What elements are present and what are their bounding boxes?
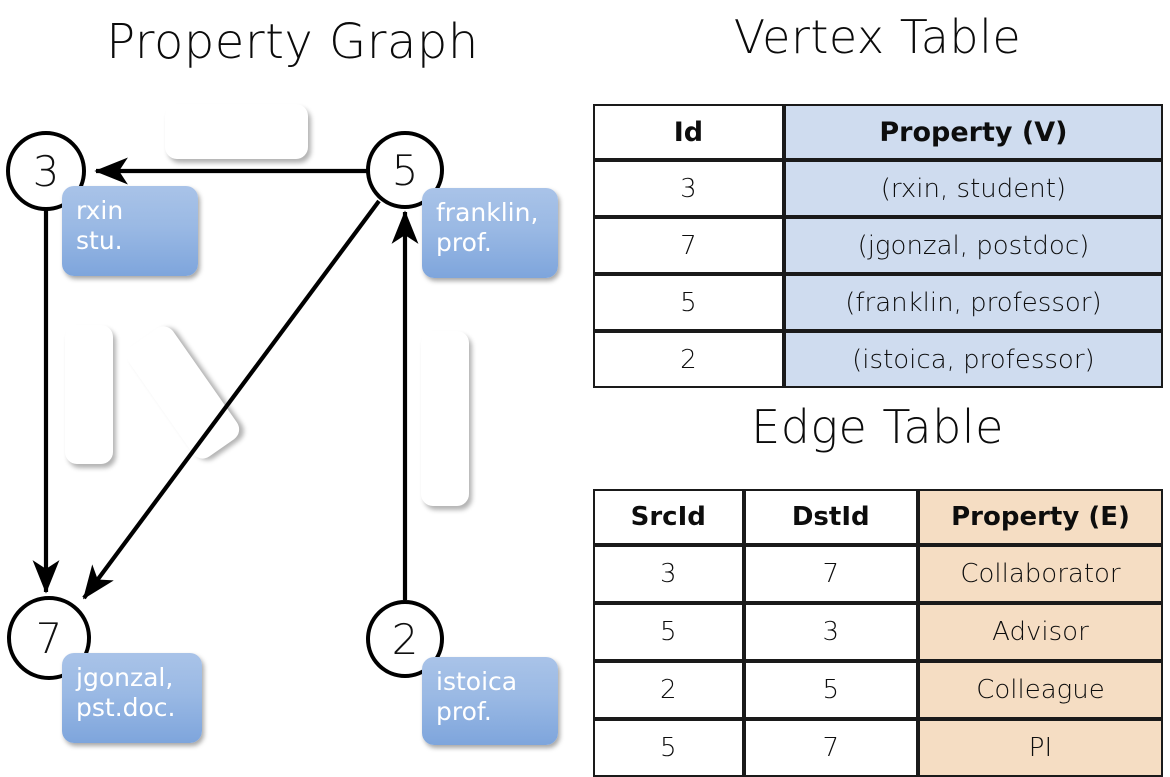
- vertex-property-box-7: jgonzal, pst.doc.: [62, 653, 202, 743]
- vertex-property-line1: rxin: [76, 196, 124, 225]
- graph-node-2[interactable]: 2: [366, 600, 444, 678]
- table-row: 5(franklin, professor): [593, 274, 1163, 331]
- page-title-property-graph: Property Graph: [106, 14, 479, 70]
- vertex-property-line2: stu.: [76, 225, 123, 255]
- edge-cell-srcid: 5: [593, 603, 744, 661]
- vertex-cell-id: 3: [593, 160, 784, 217]
- page-title-vertex-table: Vertex Table: [733, 10, 1022, 64]
- vertex-cell-property: (jgonzal, postdoc): [783, 217, 1163, 274]
- vertex-table-header-row: Id Property (V): [593, 104, 1163, 160]
- table-row: 2(istoica, professor): [593, 331, 1163, 388]
- edge-label-collab-text: Collab.: [73, 348, 105, 441]
- vertex-cell-property: (rxin, student): [783, 160, 1163, 217]
- graph-edges-layer: [32, 157, 419, 600]
- vertex-cell-property: (istoica, professor): [783, 331, 1163, 388]
- edge-cell-srcid: 5: [593, 719, 744, 777]
- edge-label-box-colleague: Colleague: [421, 331, 469, 506]
- graph-node-5[interactable]: 5: [366, 131, 444, 209]
- edge-5-to-7-pi: [82, 199, 381, 600]
- table-row: 3(rxin, student): [593, 160, 1163, 217]
- edge-cell-dstid: 7: [743, 545, 918, 603]
- vertex-property-line1: franklin,: [436, 198, 539, 227]
- edge-label-colleague-text: Colleague: [429, 351, 461, 486]
- vertex-table-header-id: Id: [593, 104, 784, 160]
- edge-cell-property: PI: [917, 719, 1163, 777]
- edge-label-pi-text: PI: [163, 373, 203, 412]
- edge-cell-dstid: 3: [743, 603, 918, 661]
- vertex-property-line2: pst.doc.: [76, 692, 176, 722]
- edge-cell-dstid: 7: [743, 719, 918, 777]
- vertex-property-box-2: istoica prof.: [422, 657, 558, 745]
- edge-cell-property: Colleague: [917, 661, 1163, 719]
- vertex-cell-property: (franklin, professor): [783, 274, 1163, 331]
- edge-table-header-dstid: DstId: [743, 489, 918, 545]
- page-title-edge-table: Edge Table: [751, 400, 1004, 454]
- edge-cell-srcid: 2: [593, 661, 744, 719]
- vertex-property-line2: prof.: [436, 696, 492, 726]
- edge-cell-srcid: 3: [593, 545, 744, 603]
- edge-label-advisor-text: Advisor: [186, 116, 287, 147]
- slide-canvas: Property Graph Vertex Table Edge Table 3…: [6, 10, 1163, 777]
- vertex-property-line1: jgonzal,: [76, 663, 174, 692]
- edge-label-box-collab: Collab.: [65, 325, 113, 464]
- vertex-cell-id: 2: [593, 331, 784, 388]
- table-row: 7(jgonzal, postdoc): [593, 217, 1163, 274]
- edge-label-box-advisor: Advisor: [165, 104, 308, 159]
- vertex-cell-id: 7: [593, 217, 784, 274]
- vertex-table: Id Property (V) 3(rxin, student)7(jgonza…: [593, 104, 1163, 388]
- vertex-property-box-5: franklin, prof.: [422, 188, 558, 278]
- edge-table-header-srcid: SrcId: [593, 489, 744, 545]
- edge-cell-property: Advisor: [917, 603, 1163, 661]
- edge-table-header-property: Property (E): [917, 489, 1163, 545]
- vertex-property-line2: prof.: [436, 227, 492, 257]
- vertex-property-box-3: rxin stu.: [62, 186, 198, 276]
- vertex-property-line1: istoica: [436, 667, 518, 696]
- edge-table-header-row: SrcId DstId Property (E): [593, 489, 1163, 545]
- vertex-table-header-property: Property (V): [783, 104, 1163, 160]
- edge-cell-property: Collaborator: [917, 545, 1163, 603]
- vertex-cell-id: 5: [593, 274, 784, 331]
- edge-cell-dstid: 5: [743, 661, 918, 719]
